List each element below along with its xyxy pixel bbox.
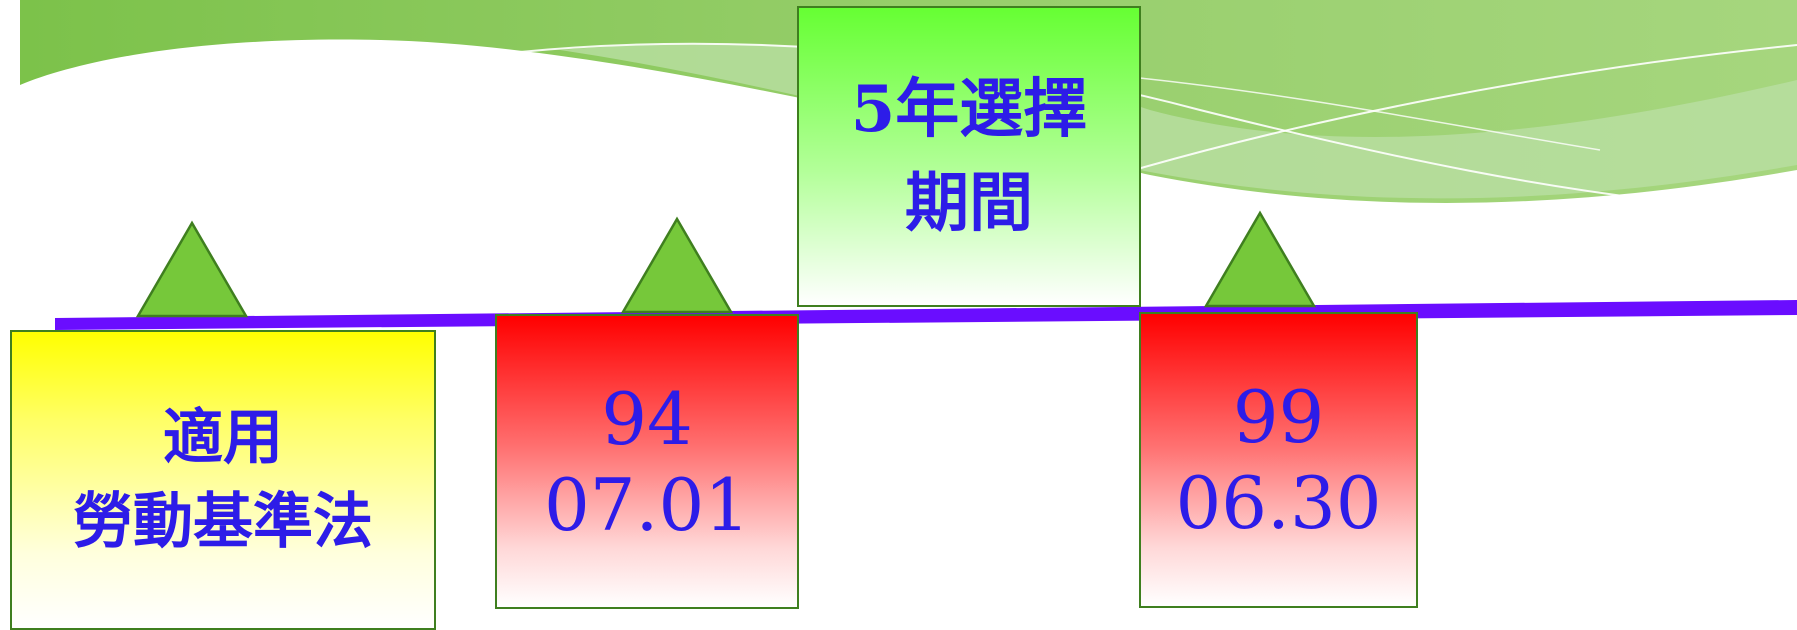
timeline-line [55,300,1797,330]
wave-line [1099,44,1797,181]
selection-period-box: 5年選擇 期間 [797,6,1141,307]
law-label-line2: 勞動基準法 [73,487,373,557]
start-year: 94 [601,376,693,461]
marker-triangle [1203,210,1317,308]
law-label-line1: 適用 [163,403,283,473]
period-label-line1: 5年選擇 [850,71,1088,147]
wave-line [519,42,1701,206]
marker-triangle [620,216,734,314]
end-date: 06.30 [1175,461,1382,545]
labor-standards-law-box: 適用 勞動基準法 [10,330,436,630]
start-date: 07.01 [543,462,751,547]
period-label-line2: 期間 [905,165,1033,241]
wave-line [1139,77,1601,151]
start-date-box: 94 07.01 [495,314,799,609]
marker-triangle [135,220,249,318]
end-date-box: 99 06.30 [1139,312,1418,608]
end-year: 99 [1232,375,1325,459]
